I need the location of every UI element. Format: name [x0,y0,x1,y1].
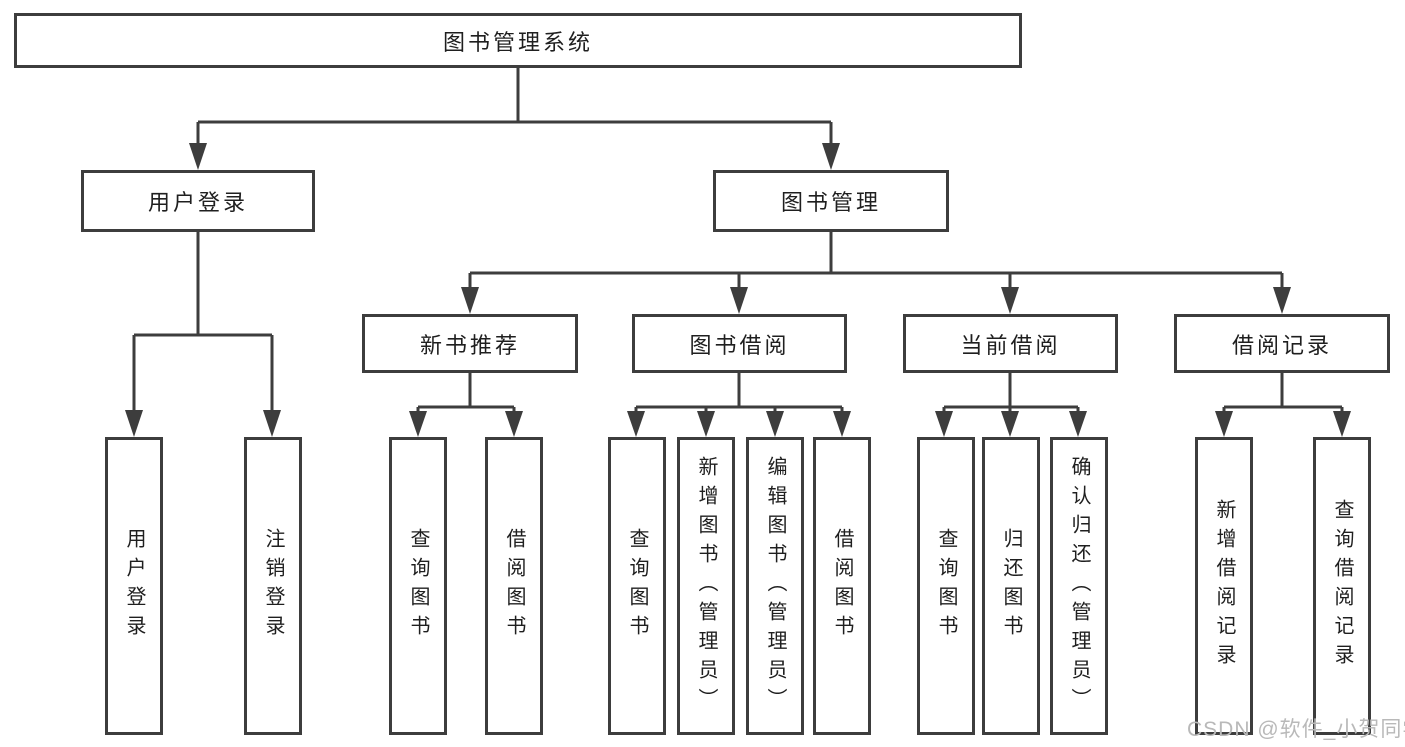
leaf-bb-borrow-books: 借阅图书 [813,437,871,735]
leaf-logout-label: 注销登录 [262,528,284,644]
node-user-login-label: 用户登录 [147,190,248,215]
node-book-borrowing-label: 图书借阅 [689,332,790,358]
connector-new-book-rec-children [416,373,516,417]
node-book-management-label: 图书管理 [780,190,881,215]
leaf-bb-borrow-books-label: 借阅图书 [831,528,853,644]
connector-borrowing-records-children [1222,373,1344,417]
leaf-logout: 注销登录 [244,437,302,735]
leaf-cb-confirm-return-admin: 确认归还（管理员） [1050,437,1108,735]
leaf-nbr-query-books-label: 查询图书 [407,528,429,644]
leaf-bb-query-books: 查询图书 [608,437,666,735]
leaf-nbr-query-books: 查询图书 [389,437,447,735]
node-current-borrowing: 当前借阅 [903,314,1118,373]
node-borrowing-records: 借阅记录 [1174,314,1390,373]
leaf-br-add-record: 新增借阅记录 [1195,437,1253,735]
node-root-label: 图书管理系统 [442,29,593,55]
connector-root-to-level2 [196,68,833,150]
leaf-br-query-record-label: 查询借阅记录 [1331,499,1353,673]
node-borrowing-records-label: 借阅记录 [1231,332,1332,358]
leaf-user-login: 用户登录 [105,437,163,735]
leaf-bb-query-books-label: 查询图书 [626,528,648,644]
leaf-bb-add-books-admin-label: 新增图书（管理员） [695,455,717,717]
connector-book-management-children [468,232,1284,294]
node-user-login: 用户登录 [81,170,315,232]
csdn-watermark: CSDN @软件_小贺同学 [1187,718,1405,741]
leaf-cb-return-books-label: 归还图书 [1000,528,1022,644]
leaf-bb-add-books-admin: 新增图书（管理员） [677,437,735,735]
leaf-cb-return-books: 归还图书 [982,437,1040,735]
node-new-book-recommendation: 新书推荐 [362,314,578,373]
leaf-br-add-record-label: 新增借阅记录 [1213,499,1235,673]
leaf-user-login-label: 用户登录 [123,528,145,644]
node-book-borrowing: 图书借阅 [632,314,847,373]
leaf-nbr-borrow-books-label: 借阅图书 [503,528,525,644]
leaf-cb-query-books: 查询图书 [917,437,975,735]
leaf-bb-edit-books-admin: 编辑图书（管理员） [746,437,804,735]
node-new-book-recommendation-label: 新书推荐 [419,332,520,358]
leaf-cb-query-books-label: 查询图书 [935,528,957,644]
node-current-borrowing-label: 当前借阅 [960,332,1061,358]
leaf-nbr-borrow-books: 借阅图书 [485,437,543,735]
leaf-br-query-record: 查询借阅记录 [1313,437,1371,735]
connector-book-borrowing-children [634,373,844,417]
connector-user-login-children [132,232,274,417]
node-root: 图书管理系统 [14,13,1022,68]
leaf-cb-confirm-return-admin-label: 确认归还（管理员） [1068,455,1090,717]
leaf-bb-edit-books-admin-label: 编辑图书（管理员） [764,455,786,717]
node-book-management: 图书管理 [713,170,949,232]
connector-current-borrowing-children [942,373,1080,417]
